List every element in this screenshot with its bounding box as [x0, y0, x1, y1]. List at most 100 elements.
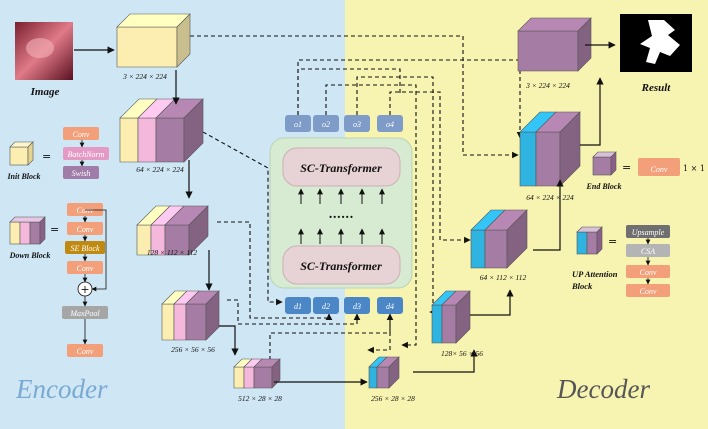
transformer-dots: ......: [328, 207, 353, 221]
end-conv-label: Conv: [651, 165, 668, 174]
legend-up-block: = UP Attention Block: [571, 226, 618, 291]
block-enc3-slab-3: [185, 303, 207, 341]
block-out-slab-1: [517, 30, 579, 72]
block-enc1-slab-2: [137, 117, 157, 163]
block-dec2: [431, 290, 471, 344]
end-kernel-label: 1 × 1: [683, 164, 705, 173]
up-block-label-1: UP Attention: [572, 269, 618, 279]
block-dec4-side: [559, 111, 581, 187]
up-op-4-label: Conv: [640, 287, 657, 296]
transformer-box-bottom: [282, 245, 401, 285]
dim-enc2: 128 × 112 × 112: [147, 248, 198, 257]
end-equals: =: [622, 161, 631, 174]
down-op-6-label: Conv: [77, 347, 94, 356]
add-symbol: +: [80, 283, 89, 296]
block-dec3-slab-1: [470, 229, 486, 269]
token-d1-label: d1: [294, 302, 302, 311]
down-op-1-label: Conv: [77, 206, 94, 215]
block-enc2: [136, 205, 209, 256]
token-d2: [313, 297, 339, 314]
token-d4-label: d4: [386, 302, 394, 311]
dim-enc1: 64 × 224 × 224: [136, 165, 184, 174]
block-enc3-slab-1: [161, 303, 175, 341]
dim-input: 3 × 224 × 224: [122, 72, 167, 81]
flow-arrows: [172, 41, 616, 386]
dim-enc3: 256 × 56 × 56: [171, 345, 215, 354]
legend-down-block: = Down Block: [9, 216, 59, 260]
down-op-4-label: Conv: [77, 264, 94, 273]
block-enc3-slab-2: [173, 303, 187, 341]
token-o4-label: o4: [386, 120, 394, 129]
block-dec4-slab-2: [535, 131, 561, 187]
block-dec1-side: [388, 356, 400, 389]
block-dec1: [368, 356, 400, 389]
down-residual: [77, 209, 107, 297]
transformer-title-bottom: SC-Transformer: [300, 259, 382, 273]
block-dec2-slab-2: [441, 304, 457, 344]
token-d1: [285, 297, 311, 314]
block-enc4-side: [271, 358, 281, 389]
feature-blocks: [116, 13, 592, 389]
init-block-label: Init Block: [6, 172, 40, 181]
block-enc1-side: [183, 98, 204, 163]
block-enc3: [161, 290, 220, 341]
legend-init-block: = Init Block: [6, 141, 51, 181]
down-op-3-label: SE Block: [70, 244, 100, 253]
down-op-6: [67, 344, 103, 357]
up-block-label-2: Block: [571, 281, 593, 291]
init-op-2-label: BatchNorm: [68, 150, 105, 159]
up-op-2-label: CSA: [641, 247, 655, 256]
end-block-label: End Block: [586, 182, 622, 191]
result-label: Result: [641, 82, 672, 94]
down-block-label: Down Block: [9, 251, 51, 260]
input-image-highlight: [26, 38, 54, 58]
block-dec3: [470, 209, 528, 269]
block-input: [116, 13, 191, 68]
block-enc4-slab-2: [243, 366, 255, 389]
dim-dec2: 128× 56 × 56: [441, 349, 483, 358]
block-dec4: [519, 111, 581, 187]
encoder-title: Encoder: [15, 374, 108, 404]
token-o3-label: o3: [353, 120, 361, 129]
result-mask: [640, 20, 680, 64]
down-op-3: [65, 241, 105, 254]
block-enc1: [119, 98, 204, 163]
init-op-3-label: Swish: [72, 169, 91, 178]
down-op-5-label: MaxPool: [69, 309, 100, 318]
transformer-title-top: SC-Transformer: [300, 161, 382, 175]
block-enc1-slab-3: [155, 117, 185, 163]
output-tokens: o1 o2 o3 o4: [285, 115, 403, 132]
dim-dec3: 64 × 112 × 112: [480, 273, 527, 282]
block-out: [517, 17, 592, 72]
token-o4: [377, 115, 403, 132]
block-dec1-slab-2: [376, 366, 390, 389]
token-o3: [344, 115, 370, 132]
transformer-arrows: [298, 188, 385, 244]
up-op-3: [626, 265, 670, 278]
token-o2: [313, 115, 339, 132]
init-op-1-label: Conv: [73, 130, 90, 139]
block-input-side: [176, 13, 191, 68]
up-equals: =: [608, 235, 617, 248]
token-o2-label: o2: [322, 120, 330, 129]
transformer-box-top: [282, 147, 401, 187]
block-enc4: [233, 358, 281, 389]
token-d3: [344, 297, 370, 314]
block-enc4-slab-1: [233, 366, 245, 389]
init-op-1: [63, 127, 99, 140]
init-op-3: [63, 166, 99, 179]
up-op-2: [626, 244, 670, 257]
block-dec3-slab-2: [484, 229, 508, 269]
add-node: [77, 281, 93, 297]
down-op-5: [62, 306, 108, 319]
dim-enc4: 512 × 28 × 28: [238, 394, 282, 403]
dim-dec1: 256 × 28 × 28: [371, 394, 415, 403]
down-op-4: [67, 261, 103, 274]
down-op-1: [67, 203, 103, 216]
init-equals: =: [42, 150, 51, 163]
legend-end-block: = Conv 1 × 1 End Block: [586, 151, 705, 191]
dim-out: 3 × 224 × 224: [525, 81, 570, 90]
